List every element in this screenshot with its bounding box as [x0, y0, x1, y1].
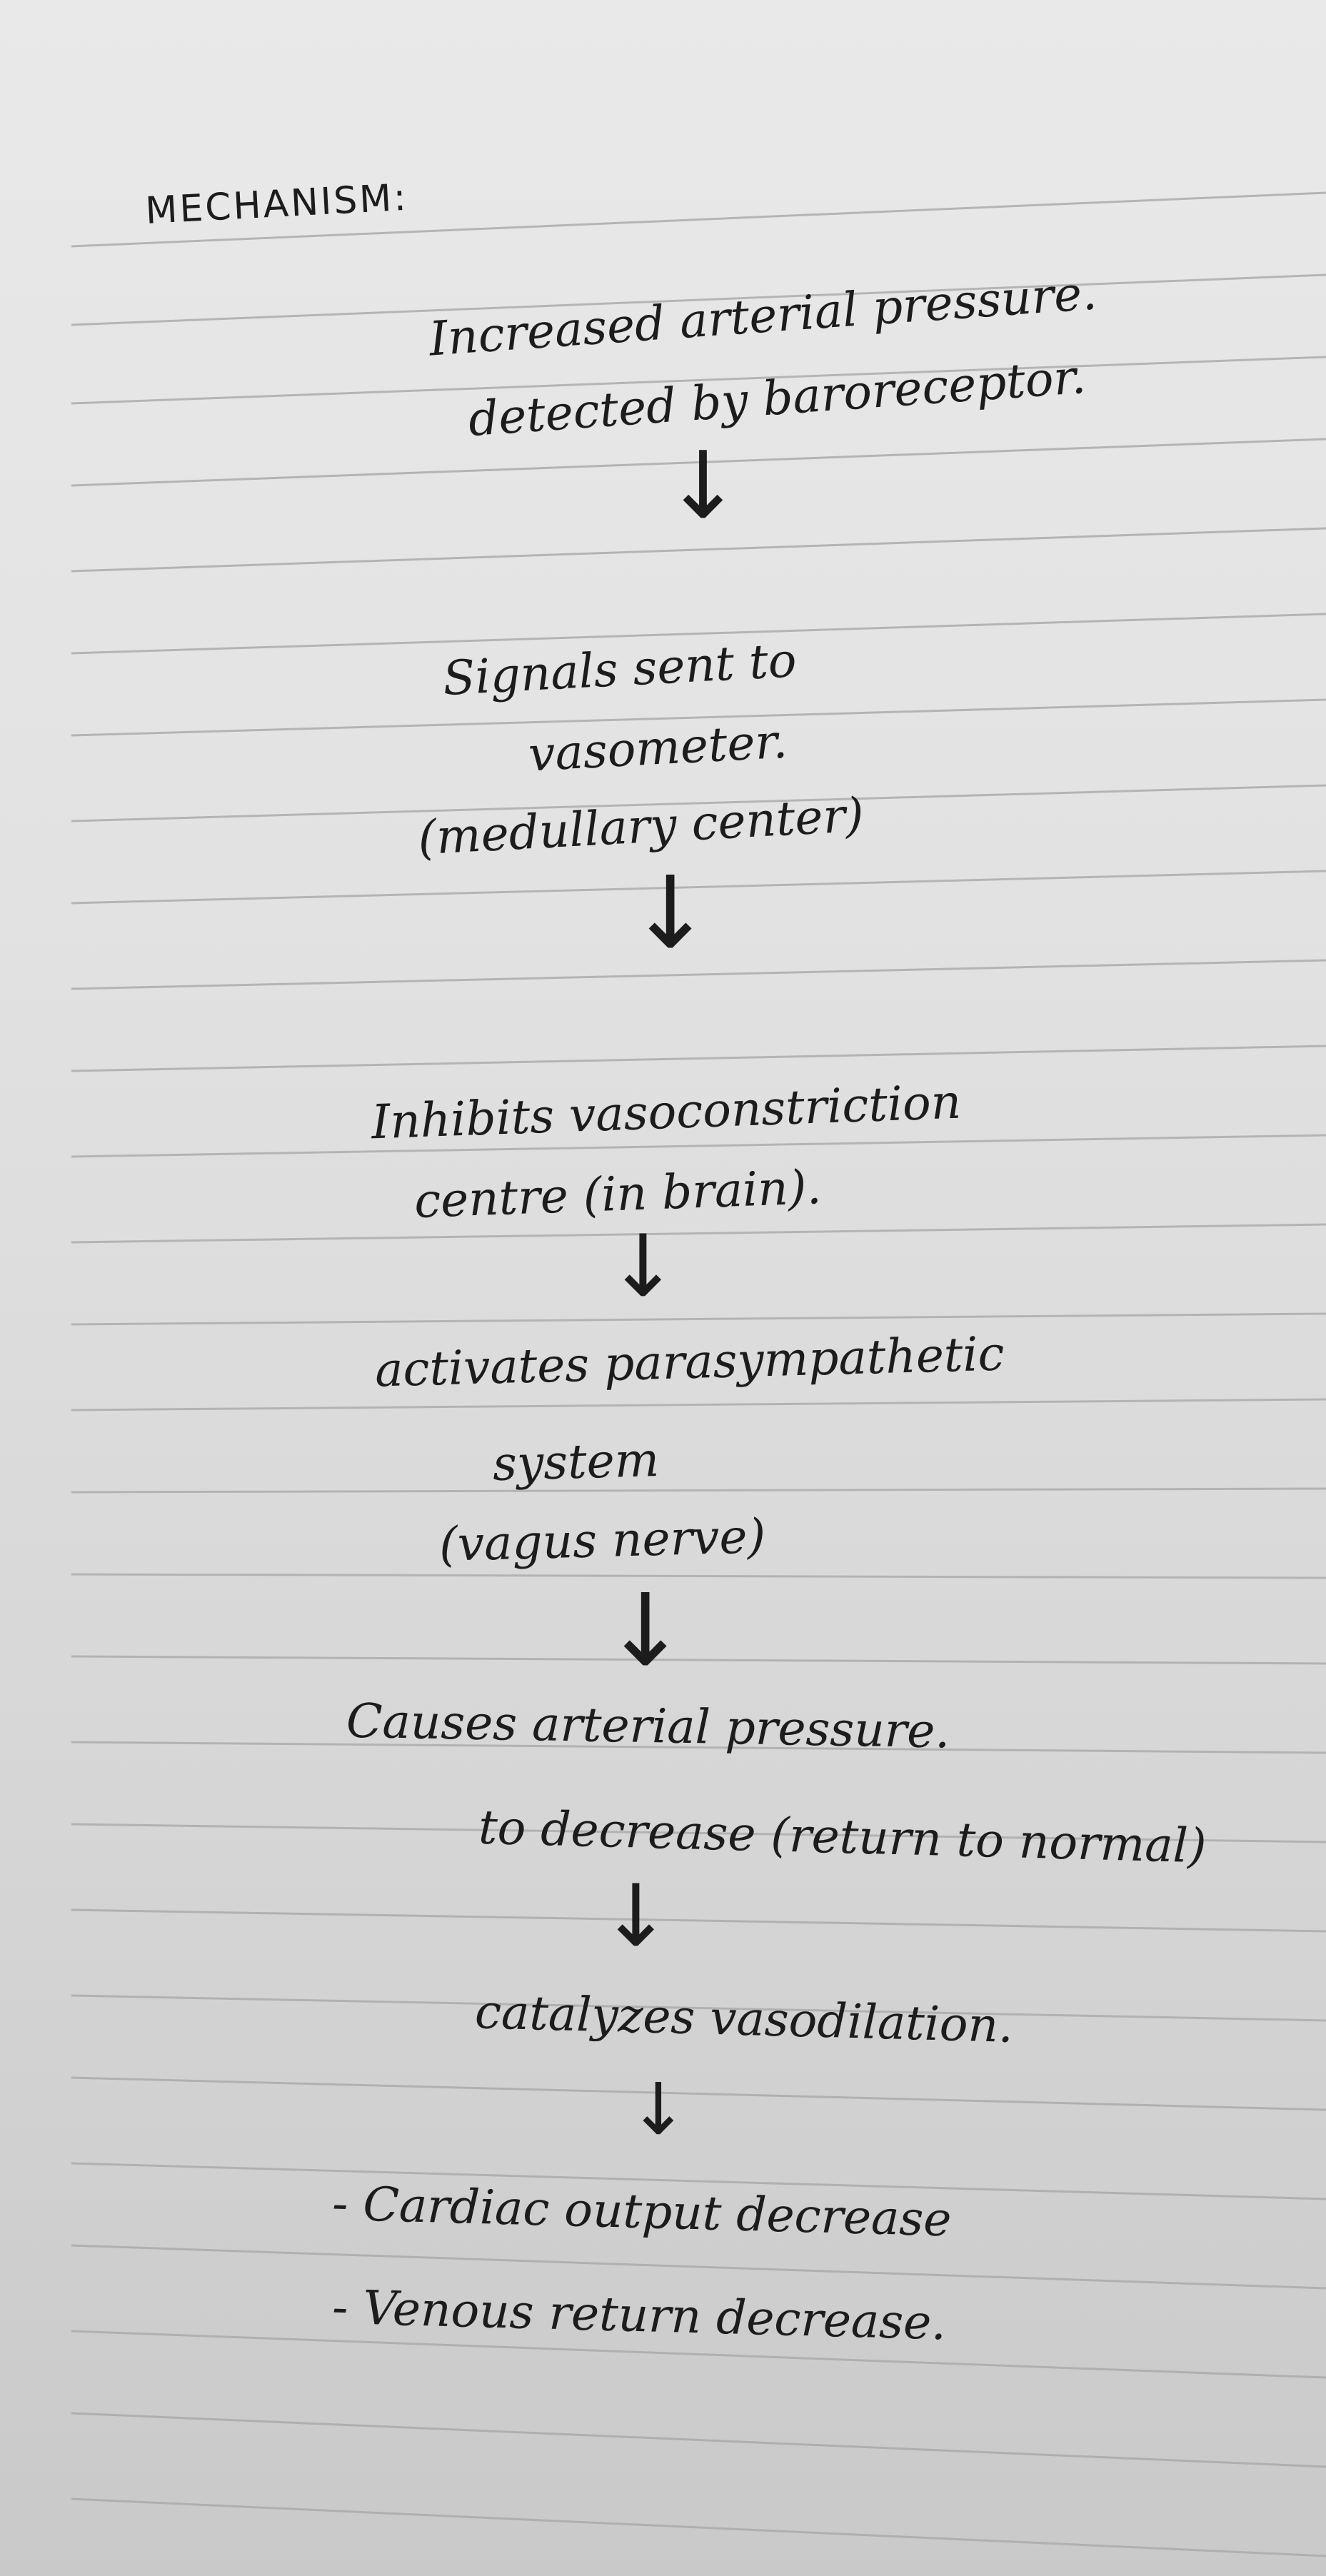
arrow-down-icon: ↓ [628, 2068, 688, 2151]
arrow-down-icon: ↓ [628, 855, 713, 972]
arrow-down-icon: ↓ [600, 1867, 672, 1966]
arrow-down-icon: ↓ [664, 431, 742, 540]
step-5-line-1: Causes arterial pressure. [346, 1693, 951, 1759]
step-4-line-2: system [492, 1432, 661, 1492]
arrow-down-icon: ↓ [603, 1573, 688, 1689]
arrow-down-icon: ↓ [607, 1217, 679, 1317]
step-4-line-3: (vagus nerve) [438, 1509, 767, 1572]
step-3-line-2: centre (in brain). [413, 1159, 823, 1229]
step-6-line-1: catalyzes vasodilation. [474, 1984, 1015, 2053]
step-2-line-2: vasometer. [527, 713, 789, 783]
